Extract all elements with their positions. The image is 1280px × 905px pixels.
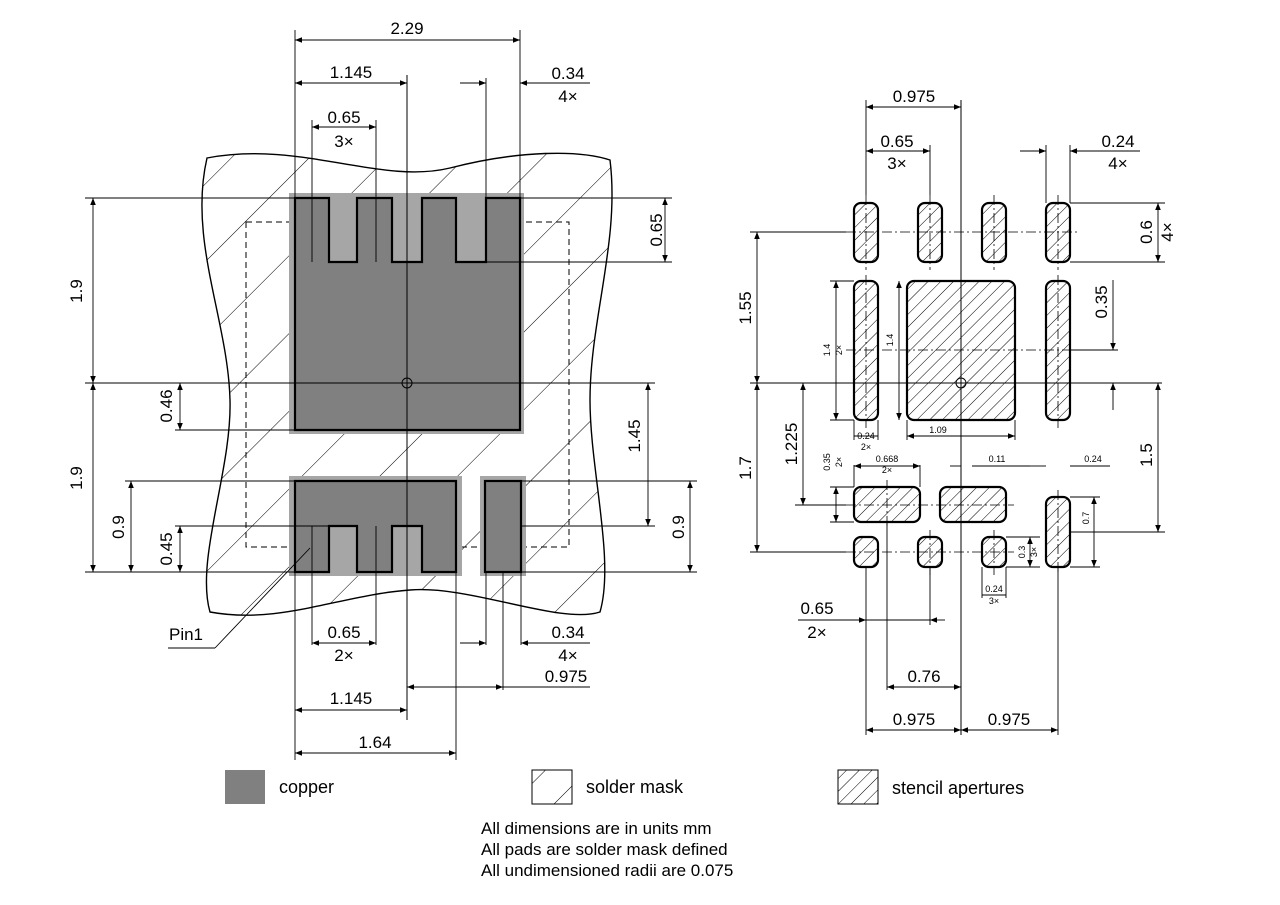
copper-bottom-pad — [293, 479, 458, 574]
dim-r-0-7: 0.7 — [1081, 512, 1091, 525]
legend-copper-label: copper — [279, 777, 335, 797]
dim-r-2x-c: 2× — [834, 457, 844, 467]
dim-r-3x-top: 3× — [887, 154, 906, 173]
dim-0-45: 0.45 — [157, 532, 176, 565]
notes: All dimensions are in units mm All pads … — [481, 818, 733, 881]
dim-r-1-55: 1.55 — [736, 291, 755, 324]
dim-r-2x-a: 2× — [834, 345, 844, 355]
dim-0-34-bottom: 0.34 — [551, 623, 584, 642]
dim-0-975: 0.975 — [545, 667, 588, 686]
dim-r-0-11: 0.11 — [989, 454, 1006, 464]
dim-r-2x-bottom: 2× — [807, 623, 826, 642]
dim-r-0-24-c: 0.24 — [985, 584, 1003, 594]
dim-r-3x-a: 3× — [1029, 547, 1039, 557]
dim-1-64: 1.64 — [358, 733, 391, 752]
stencil-center-pad — [905, 279, 1017, 422]
dim-r-1-4-a: 1.4 — [822, 344, 832, 357]
dim-1-9-bottom: 1.9 — [67, 466, 86, 490]
dim-0-34-top: 0.34 — [551, 64, 584, 83]
left-view: 2.29 1.145 0.34 4× 0.65 3× 0.65 1.9 1.9 … — [67, 19, 697, 760]
right-view: 0.975 0.65 3× 0.24 4× 0.6 4× 1.55 0.35 1… — [736, 87, 1177, 735]
dim-1-145-top: 1.145 — [330, 63, 373, 82]
dim-0-65-bottom: 0.65 — [327, 623, 360, 642]
legend-stencil-label: stencil apertures — [892, 778, 1025, 798]
dim-r-0-975-bl: 0.975 — [893, 710, 936, 729]
dim-r-0-6: 0.6 — [1137, 220, 1156, 244]
dim-4x-top: 4× — [558, 87, 577, 106]
dim-r-0-35: 0.35 — [1092, 285, 1111, 318]
dim-r-1-7: 1.7 — [736, 456, 755, 480]
legend-copper-swatch — [225, 770, 265, 804]
dim-4x-bottom: 4× — [558, 646, 577, 665]
dim-3x-top: 3× — [334, 132, 353, 151]
dim-1-145-bottom: 1.145 — [330, 689, 373, 708]
dim-r-0-668: 0.668 — [876, 454, 899, 464]
dim-r-0-65-bottom: 0.65 — [800, 599, 833, 618]
legend — [225, 769, 879, 805]
dim-1-45: 1.45 — [625, 419, 644, 452]
dim-r-1-4-b: 1.4 — [885, 334, 895, 347]
legend-solder-mask-label: solder mask — [586, 777, 684, 797]
pin1-label: Pin1 — [169, 625, 203, 644]
dim-0-46: 0.46 — [157, 389, 176, 422]
dim-r-0-65-top: 0.65 — [880, 132, 913, 151]
dim-2-29: 2.29 — [390, 19, 423, 38]
dim-r-1-225: 1.225 — [782, 423, 801, 466]
copper-pin-pad — [483, 479, 523, 574]
dim-r-0-975-br: 0.975 — [988, 710, 1031, 729]
legend-stencil-swatch — [837, 769, 879, 805]
dim-r-0-975-top: 0.975 — [893, 87, 936, 106]
dim-r-0-76: 0.76 — [907, 667, 940, 686]
dim-r-2x-d: 2× — [882, 465, 892, 475]
dim-r-0-3: 0.3 — [1017, 546, 1027, 559]
dim-r-0-35-small: 0.35 — [822, 453, 832, 471]
dim-r-1-5: 1.5 — [1137, 443, 1156, 467]
dim-r-4x-top: 4× — [1108, 154, 1127, 173]
note-line-1: All dimensions are in units mm — [481, 819, 712, 838]
stencil-lower-pad-2 — [938, 485, 1008, 524]
dim-2x-bottom: 2× — [334, 646, 353, 665]
dim-r-2x-b: 2× — [861, 442, 871, 452]
dim-0-65-top: 0.65 — [327, 108, 360, 127]
dim-r-0-24-a: 0.24 — [857, 431, 875, 441]
dim-r-1-09: 1.09 — [929, 425, 947, 435]
dim-0-9-right: 0.9 — [669, 515, 688, 539]
note-line-3: All undimensioned radii are 0.075 — [481, 861, 734, 880]
dim-r-0-24-b: 0.24 — [1084, 454, 1102, 464]
dim-r-0-24-top: 0.24 — [1101, 132, 1134, 151]
dim-0-9-left: 0.9 — [109, 515, 128, 539]
note-line-2: All pads are solder mask defined — [481, 840, 728, 859]
dim-0-65-right: 0.65 — [647, 213, 666, 246]
dim-r-4x-right: 4× — [1158, 222, 1177, 241]
dim-r-3x-b: 3× — [989, 596, 999, 606]
dim-1-9-top: 1.9 — [67, 279, 86, 303]
legend-solder-mask-swatch — [531, 769, 573, 805]
